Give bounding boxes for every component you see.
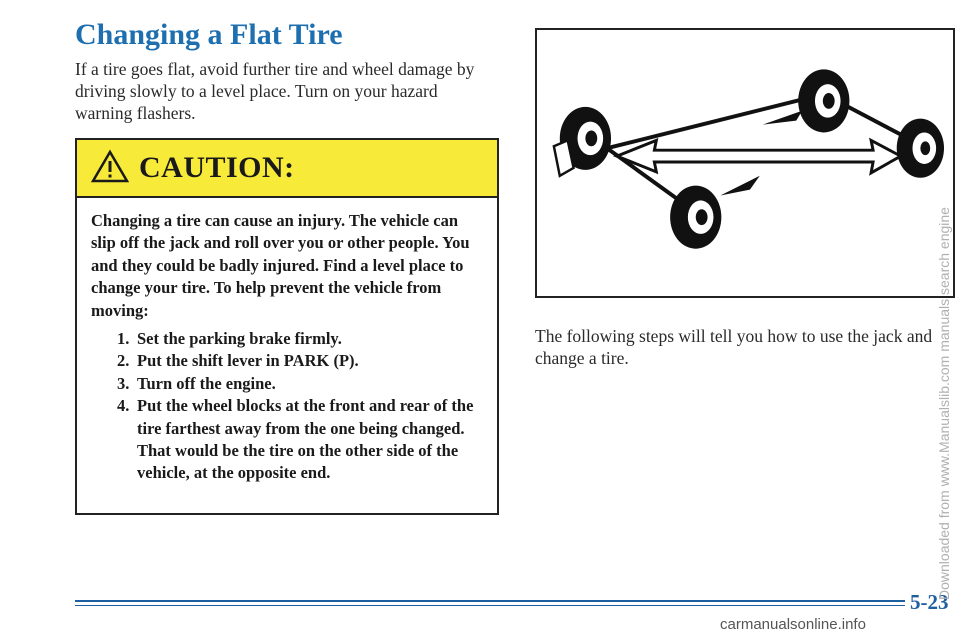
list-item: 2. Put the shift lever in PARK (P). (117, 350, 487, 372)
list-item: 4. Put the wheel blocks at the front and … (117, 395, 487, 485)
side-watermark: Downloaded from www.Manualslib.com manua… (936, 207, 952, 600)
wheel-front-right (896, 118, 945, 178)
wheel-front-left (670, 185, 722, 249)
caution-steps-list: 1. Set the parking brake firmly. 2. Put th… (117, 328, 487, 485)
footer-rule (75, 600, 905, 602)
step-number: 2. (117, 351, 130, 371)
step-number: 3. (117, 373, 130, 393)
step-text: Put the wheel blocks at the front and re… (137, 396, 474, 483)
wheel-rear-right (798, 69, 850, 133)
caution-box: CAUTION: Changing a tire can cause an in… (75, 138, 499, 515)
wheel-rear-left (559, 106, 612, 170)
caution-heading: CAUTION: (139, 151, 295, 184)
tire-wheel-illustration (552, 69, 945, 249)
step-text: Set the parking brake firmly. (137, 329, 342, 348)
instructions-paragraph: The following steps will tell you how to… (535, 326, 933, 368)
caution-header: CAUTION: (77, 140, 497, 198)
step-text: Turn off the engine. (137, 373, 276, 393)
warning-triangle-icon (90, 149, 139, 188)
page-number: 5-23 (910, 590, 949, 614)
step-number: 1. (117, 329, 130, 348)
intro-paragraph: If a tire goes flat, avoid further tire … (75, 59, 475, 123)
wheel-block (552, 138, 575, 178)
page-title: Changing a Flat Tire (75, 18, 343, 51)
list-item: 3. Turn off the engine. (117, 373, 487, 395)
step-text: Put the shift lever in PARK (P). (137, 351, 359, 371)
footer-rule-thin (75, 605, 905, 606)
tire-diagram-figure (535, 28, 955, 298)
step-number: 4. (117, 396, 130, 416)
caution-body: Changing a tire can cause an injury. The… (91, 211, 470, 320)
list-item: 1. Set the parking brake firmly. (117, 328, 487, 350)
bottom-watermark: carmanualsonline.info (720, 616, 866, 633)
